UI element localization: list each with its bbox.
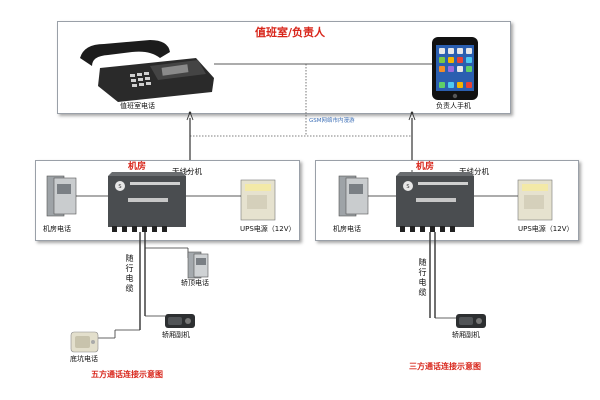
mobile-phone-label: 负责人手机 bbox=[436, 102, 471, 110]
left-cable-label: 随 行 电 缆 bbox=[125, 254, 134, 293]
left-wireless-label: 无线分机 bbox=[172, 167, 202, 176]
right-wireless-label: 无线分机 bbox=[459, 167, 489, 176]
right-room-label: 机房 bbox=[416, 162, 435, 172]
left-pit-phone-label: 底坑电话 bbox=[70, 355, 98, 363]
right-cable-label: 随 行 电 缆 bbox=[418, 258, 427, 297]
right-cabin-unit-label: 轿厢副机 bbox=[452, 331, 480, 339]
left-ups-label: UPS电源（12V） bbox=[240, 225, 296, 233]
left-room-phone-label: 机房电话 bbox=[43, 225, 71, 233]
right-room-phone-label: 机房电话 bbox=[333, 225, 361, 233]
gsm-network-label: GSM网络市内漫游 bbox=[309, 118, 355, 124]
right-ups-label: UPS电源（12V） bbox=[518, 225, 574, 233]
duty-room-title: 值班室/负责人 bbox=[255, 26, 326, 39]
left-caption: 五方通话连接示意图 bbox=[91, 370, 163, 379]
duty-room-phone-label: 值班室电话 bbox=[120, 102, 155, 110]
left-cabin-unit-label: 轿厢副机 bbox=[162, 331, 190, 339]
right-caption: 三方通话连接示意图 bbox=[409, 362, 481, 371]
left-car-top-phone-label: 轿顶电话 bbox=[181, 279, 209, 287]
left-room-label: 机房 bbox=[128, 162, 147, 172]
